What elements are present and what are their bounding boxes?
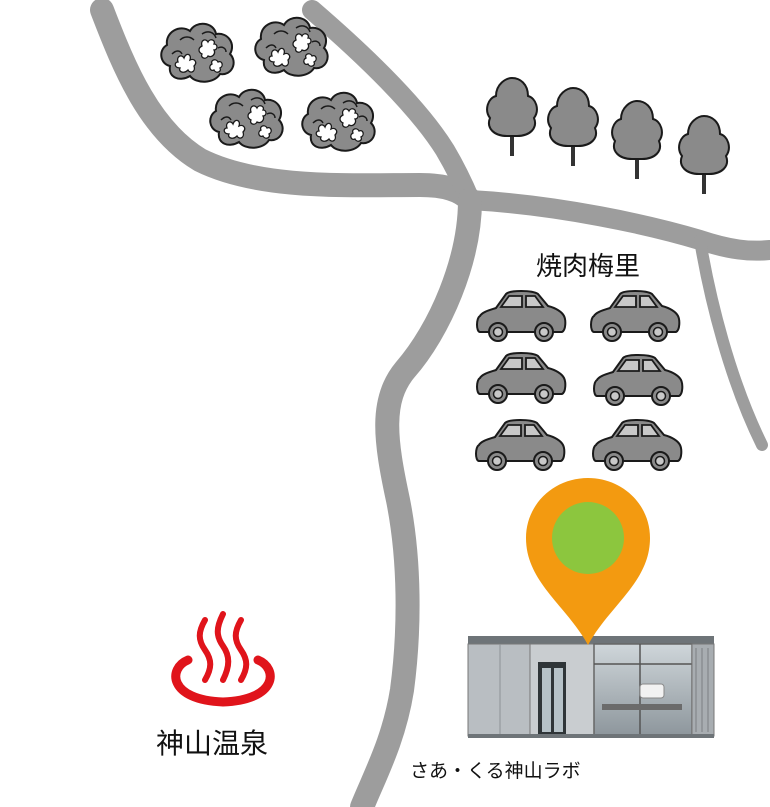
tree-icon — [547, 87, 599, 167]
tree-icon — [678, 115, 730, 195]
road-south — [350, 188, 482, 807]
road-east — [460, 190, 770, 261]
car-icon — [476, 290, 567, 342]
lab-label: さあ・くる神山ラボ — [410, 760, 581, 782]
road-east-branch — [694, 234, 768, 451]
car-icon — [592, 419, 683, 471]
road-northwest — [90, 0, 482, 212]
car-icon — [593, 354, 684, 406]
bush-icon — [209, 88, 284, 149]
bush-icon — [160, 22, 235, 83]
building-photo — [467, 636, 715, 738]
road-north — [302, 0, 480, 210]
car-icon — [475, 419, 566, 471]
tree-icon-row — [486, 77, 730, 195]
yakiniku-label: 焼肉梅里 — [536, 252, 641, 282]
onsen-label: 神山温泉 — [156, 727, 269, 760]
car-icon — [476, 352, 567, 404]
car-icon — [590, 290, 681, 342]
parking-lot — [475, 290, 684, 471]
map-pin-icon — [526, 478, 650, 645]
hot-spring-icon — [171, 611, 275, 707]
tree-icon — [611, 100, 663, 180]
tree-icon — [486, 77, 538, 157]
bush-icon — [301, 91, 376, 152]
road-network — [90, 0, 770, 807]
